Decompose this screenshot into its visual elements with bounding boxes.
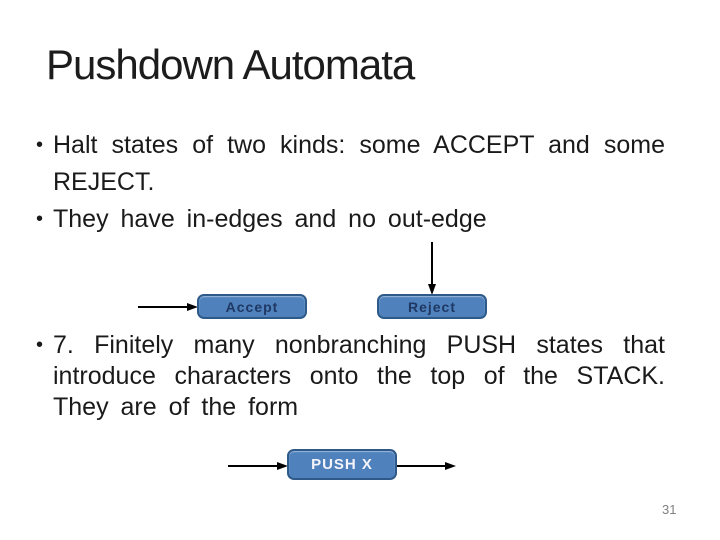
- bullet-line: 7. Finitely many nonbranching PUSH state…: [53, 331, 665, 359]
- bullet-line: They are of the form: [53, 393, 299, 421]
- reject-in-arrow: [428, 242, 436, 295]
- bullet-list-top: • Halt states of two kinds: some ACCEPT …: [36, 127, 665, 238]
- accept-state-label: Accept: [225, 298, 279, 315]
- bullet-marker: •: [36, 134, 44, 156]
- reject-state-label: Reject: [407, 298, 457, 315]
- reject-state-box: Reject: [377, 294, 487, 319]
- bullet-marker: •: [36, 334, 44, 356]
- bullet-item-in-edges: • They have in-edges and no out-edge: [36, 201, 665, 238]
- accept-in-arrow: [138, 303, 198, 311]
- bullet-list-bottom: • 7. Finitely many nonbranching PUSH sta…: [36, 330, 665, 423]
- push-in-arrow: [228, 462, 288, 470]
- page-number: 31: [662, 502, 677, 517]
- bullet-line: Halt states of two kinds: some ACCEPT an…: [53, 131, 665, 159]
- push-out-arrow: [397, 462, 456, 470]
- bullet-item-push-states: • 7. Finitely many nonbranching PUSH sta…: [36, 330, 665, 423]
- push-state-label: PUSH X: [311, 456, 373, 473]
- bullet-item-halt-states: • Halt states of two kinds: some ACCEPT …: [36, 127, 665, 201]
- bullet-marker: •: [36, 208, 44, 230]
- bullet-line: introduce characters onto the top of the…: [53, 362, 665, 390]
- push-state-box: PUSH X: [287, 449, 397, 480]
- bullet-line: They have in-edges and no out-edge: [53, 205, 487, 233]
- accept-state-box: Accept: [197, 294, 307, 319]
- bullet-line: REJECT.: [53, 168, 155, 196]
- slide-title: Pushdown Automata: [46, 41, 415, 88]
